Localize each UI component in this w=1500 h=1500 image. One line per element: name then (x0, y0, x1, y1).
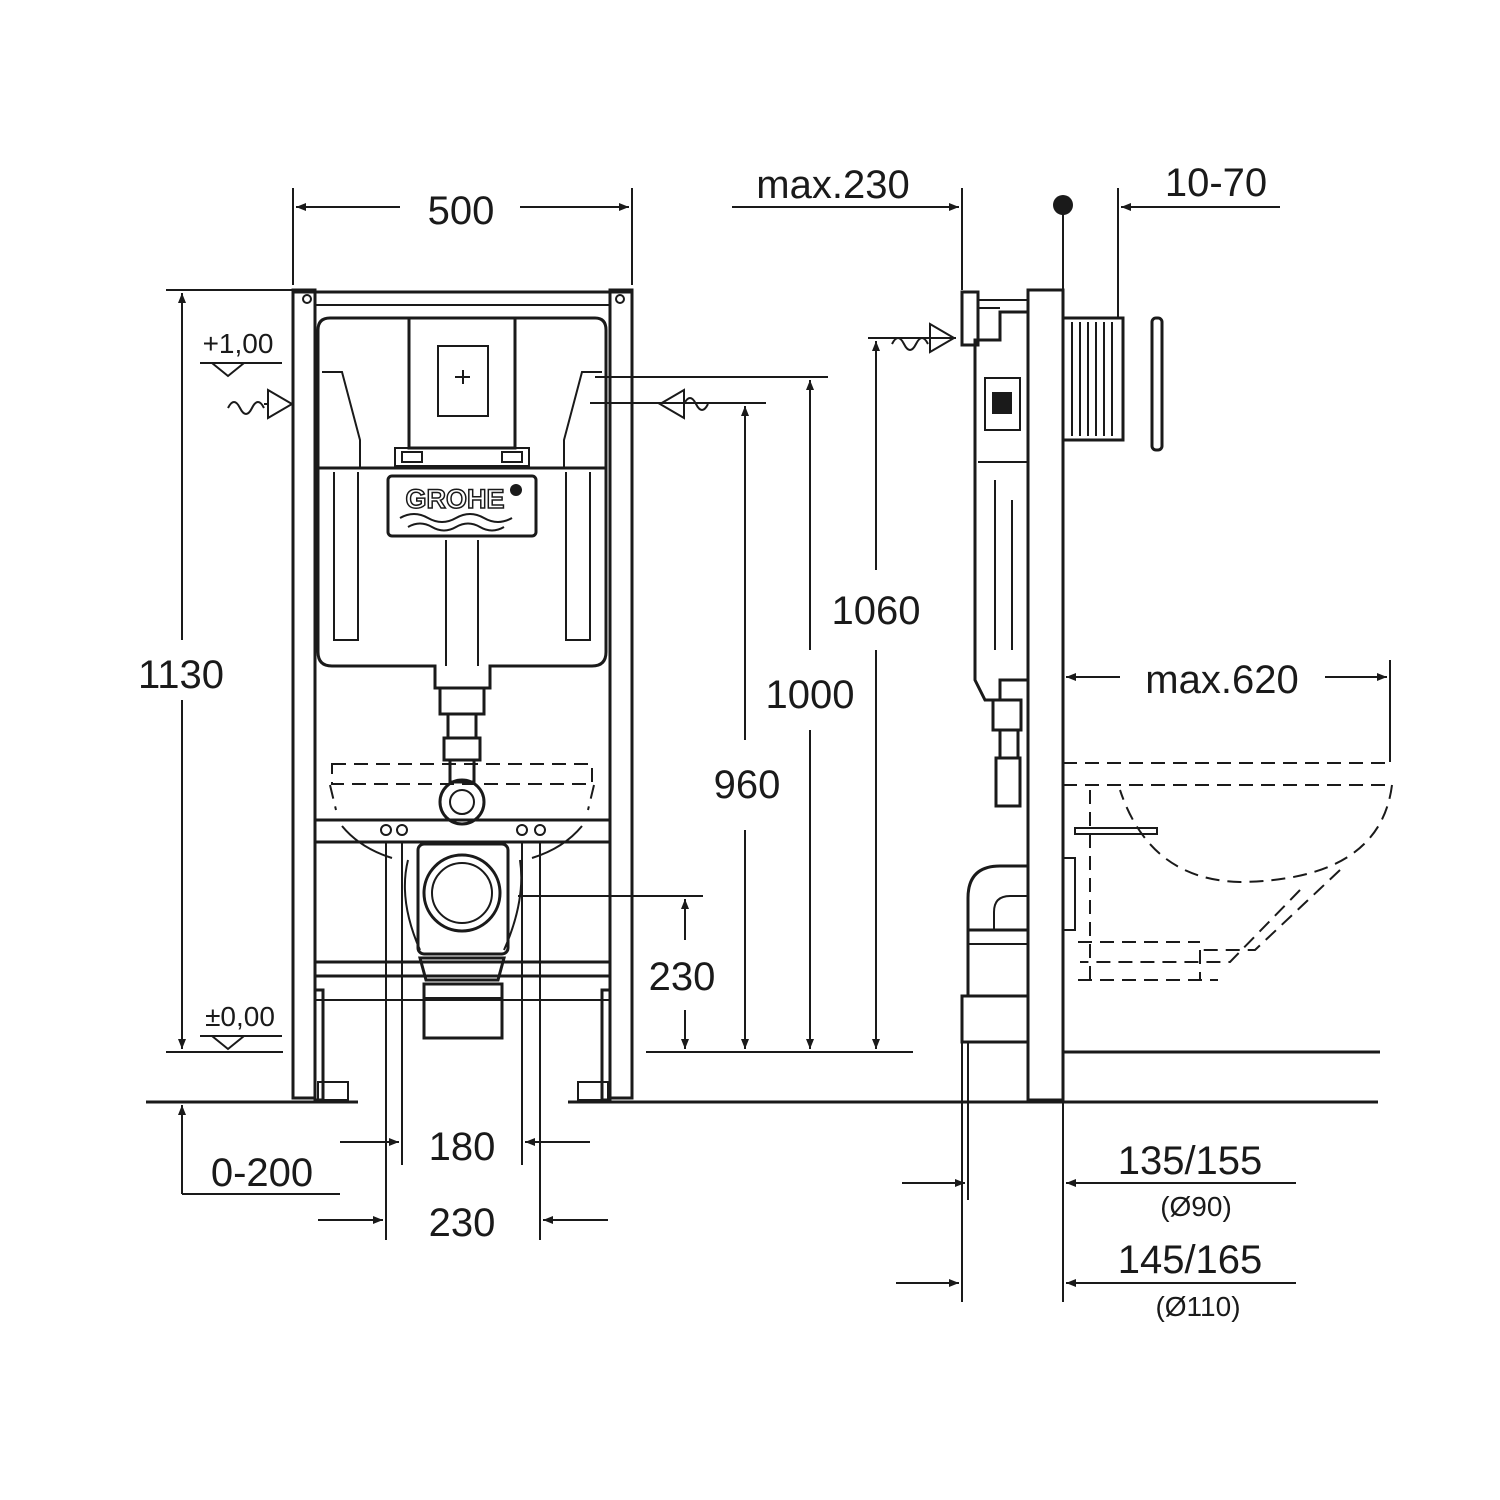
dimension-labels: 500 1130 1060 1000 960 230 0-200 180 230… (138, 161, 1299, 1322)
wall-reference-icon (1053, 195, 1073, 215)
toilet-bowl-outline (1063, 762, 1393, 981)
dim-depth-90-note: (Ø90) (1160, 1191, 1232, 1222)
level-plus-label: +1,00 (203, 328, 274, 359)
cistern (316, 316, 608, 690)
flush-button-outline (437, 345, 489, 417)
dimension-lines (166, 188, 1391, 1302)
dim-max-230: max.230 (756, 163, 909, 207)
dim-height-1000: 1000 (766, 673, 855, 717)
dim-depth-90: 135/155 (1118, 1139, 1263, 1183)
side-view (891, 195, 1393, 1102)
dim-width-500: 500 (428, 189, 495, 233)
logo-text: GROHE (405, 484, 504, 514)
dim-plate-10-70: 10-70 (1165, 161, 1267, 205)
flush-pipe (438, 686, 486, 826)
frame-left-post (291, 288, 317, 1100)
dim-depth-110: 145/165 (1118, 1238, 1263, 1282)
level-zero-label: ±0,00 (205, 1001, 275, 1032)
dim-depth-110-note: (Ø110) (1155, 1291, 1240, 1322)
dim-outlet-230: 230 (649, 955, 716, 999)
dim-max-620: max.620 (1145, 658, 1298, 702)
dim-bolt-230: 230 (429, 1201, 496, 1245)
drain-outlet (416, 842, 510, 1040)
water-inlet-left-icon (227, 388, 294, 420)
frame-right-post (608, 288, 634, 1100)
dim-floor-range: 0-200 (211, 1151, 313, 1195)
grohe-logo: GROHE (386, 474, 538, 538)
side-actuator-plate (1061, 316, 1164, 452)
bolt-crossbar (313, 818, 612, 844)
dim-bolt-180: 180 (429, 1125, 496, 1169)
side-cistern (973, 310, 1030, 702)
dim-height-960: 960 (714, 763, 781, 807)
front-view: GROHE (227, 288, 709, 1102)
side-frame-post (1026, 288, 1065, 1102)
dim-height-1060: 1060 (832, 589, 921, 633)
dim-height-1130: 1130 (138, 653, 224, 697)
